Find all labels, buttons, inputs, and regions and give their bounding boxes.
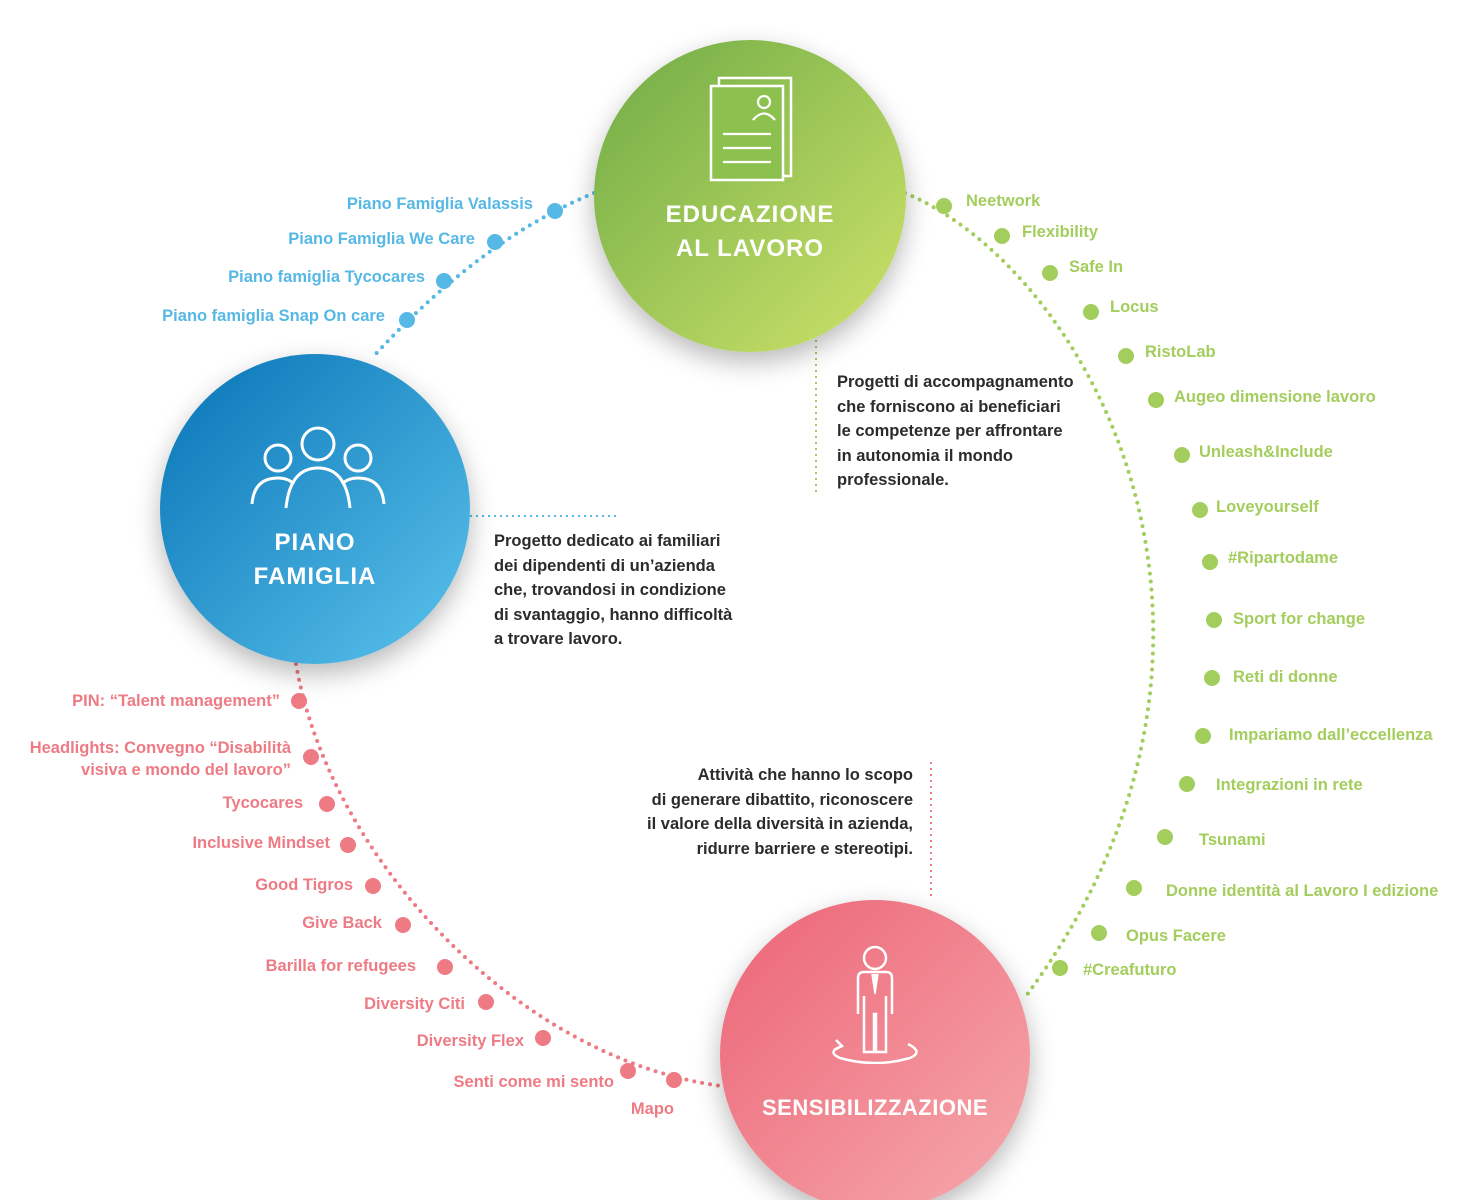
education-project-dot [936,198,952,214]
education-project-label: Sport for change [1233,610,1366,628]
awareness-project-label: Diversity Citi [364,995,465,1013]
awareness-project-dot [620,1063,636,1079]
education-project-label: Opus Facere [1126,927,1226,945]
awareness-hub-title: SENSIBILIZZAZIONE [761,1095,989,1120]
education-hub-title: EDUCAZIONE AL LAVORO [665,201,835,262]
awareness-project-label: Tycocares [222,794,303,812]
awareness-project-dot [303,749,319,765]
education-project-label: Augeo dimensione lavoro [1174,388,1376,406]
education-project-label: #Ripartodame [1228,549,1339,567]
family-arc [370,191,596,360]
education-project-dot [1042,265,1058,281]
awareness-project-dot [291,693,307,709]
education-project-label: Flexibility [1022,223,1099,241]
education-project-label: Loveyourself [1216,498,1319,516]
awareness-project-label: Good Tigros [255,876,353,894]
education-arc [903,191,1156,998]
education-project-label: Neetwork [966,192,1041,210]
education-project-dot [1091,925,1107,941]
awareness-project-dot [535,1030,551,1046]
family-description: Progetto dedicato ai familiari dei dipen… [494,532,733,648]
family-project-label: Piano Famiglia We Care [288,230,475,248]
education-project-dot [1157,829,1173,845]
education-project-dot [1192,502,1208,518]
education-project-label: Impariamo dall’eccellenza [1229,726,1433,744]
education-project-label: Tsunami [1199,831,1266,849]
awareness-arc [294,662,724,1088]
awareness-project-dot [395,917,411,933]
awareness-project-dot [437,959,453,975]
awareness-project-dot [365,878,381,894]
education-project-dot [1083,304,1099,320]
awareness-description: Attività che hanno lo scopo di generare … [647,766,913,858]
family-project-label: Piano famiglia Snap On care [162,307,385,325]
education-project-label: Locus [1110,298,1159,316]
family-project-dot [399,312,415,328]
education-project-label: Reti di donne [1233,668,1338,686]
document-profile-icon [709,76,793,182]
person-rotate-icon [832,945,918,1064]
education-project-dot [1202,554,1218,570]
awareness-project-dot [319,796,335,812]
awareness-project-label: Mapo [630,1100,674,1118]
education-project-dot [1126,880,1142,896]
education-project-dot [994,228,1010,244]
education-project-dot [1179,776,1195,792]
family-hub[interactable] [160,354,470,664]
family-project-dot [487,234,503,250]
education-description: Progetti di accompagnamento che fornisco… [837,373,1074,489]
family-project-label: Piano famiglia Tycocares [228,268,425,286]
awareness-project-label: PIN: “Talent management” [72,692,280,710]
awareness-project-label: Senti come mi sento [453,1073,614,1091]
education-project-label: Donne identità al Lavoro I edizione [1166,882,1439,900]
education-project-label: RistoLab [1145,343,1216,361]
education-project-dot [1174,447,1190,463]
family-project-dot [547,203,563,219]
family-project-dot [436,273,452,289]
education-project-label: Unleash&Include [1199,443,1333,461]
education-project-label: Safe In [1069,258,1124,276]
project-dots [291,198,1222,1088]
awareness-project-label: Barilla for refugees [265,957,416,975]
education-project-dot [1148,392,1164,408]
awareness-project-label: Diversity Flex [416,1032,524,1050]
education-project-dot [1206,612,1222,628]
awareness-project-label: Headlights: Convegno “Disabilità visiva … [29,739,291,779]
awareness-project-dot [340,837,356,853]
family-hub-title: PIANO FAMIGLIA [253,529,377,590]
education-project-label: #Creafuturo [1083,961,1177,979]
awareness-project-label: Give Back [302,914,382,932]
family-project-label: Piano Famiglia Valassis [346,195,533,213]
education-project-dot [1118,348,1134,364]
education-project-dot [1052,960,1068,976]
family-group-icon [250,426,386,509]
awareness-project-dot [478,994,494,1010]
education-project-dot [1204,670,1220,686]
awareness-project-dot [666,1072,682,1088]
education-project-label: Integrazioni in rete [1216,776,1363,794]
awareness-project-label: Inclusive Mindset [192,834,330,852]
education-project-dot [1195,728,1211,744]
